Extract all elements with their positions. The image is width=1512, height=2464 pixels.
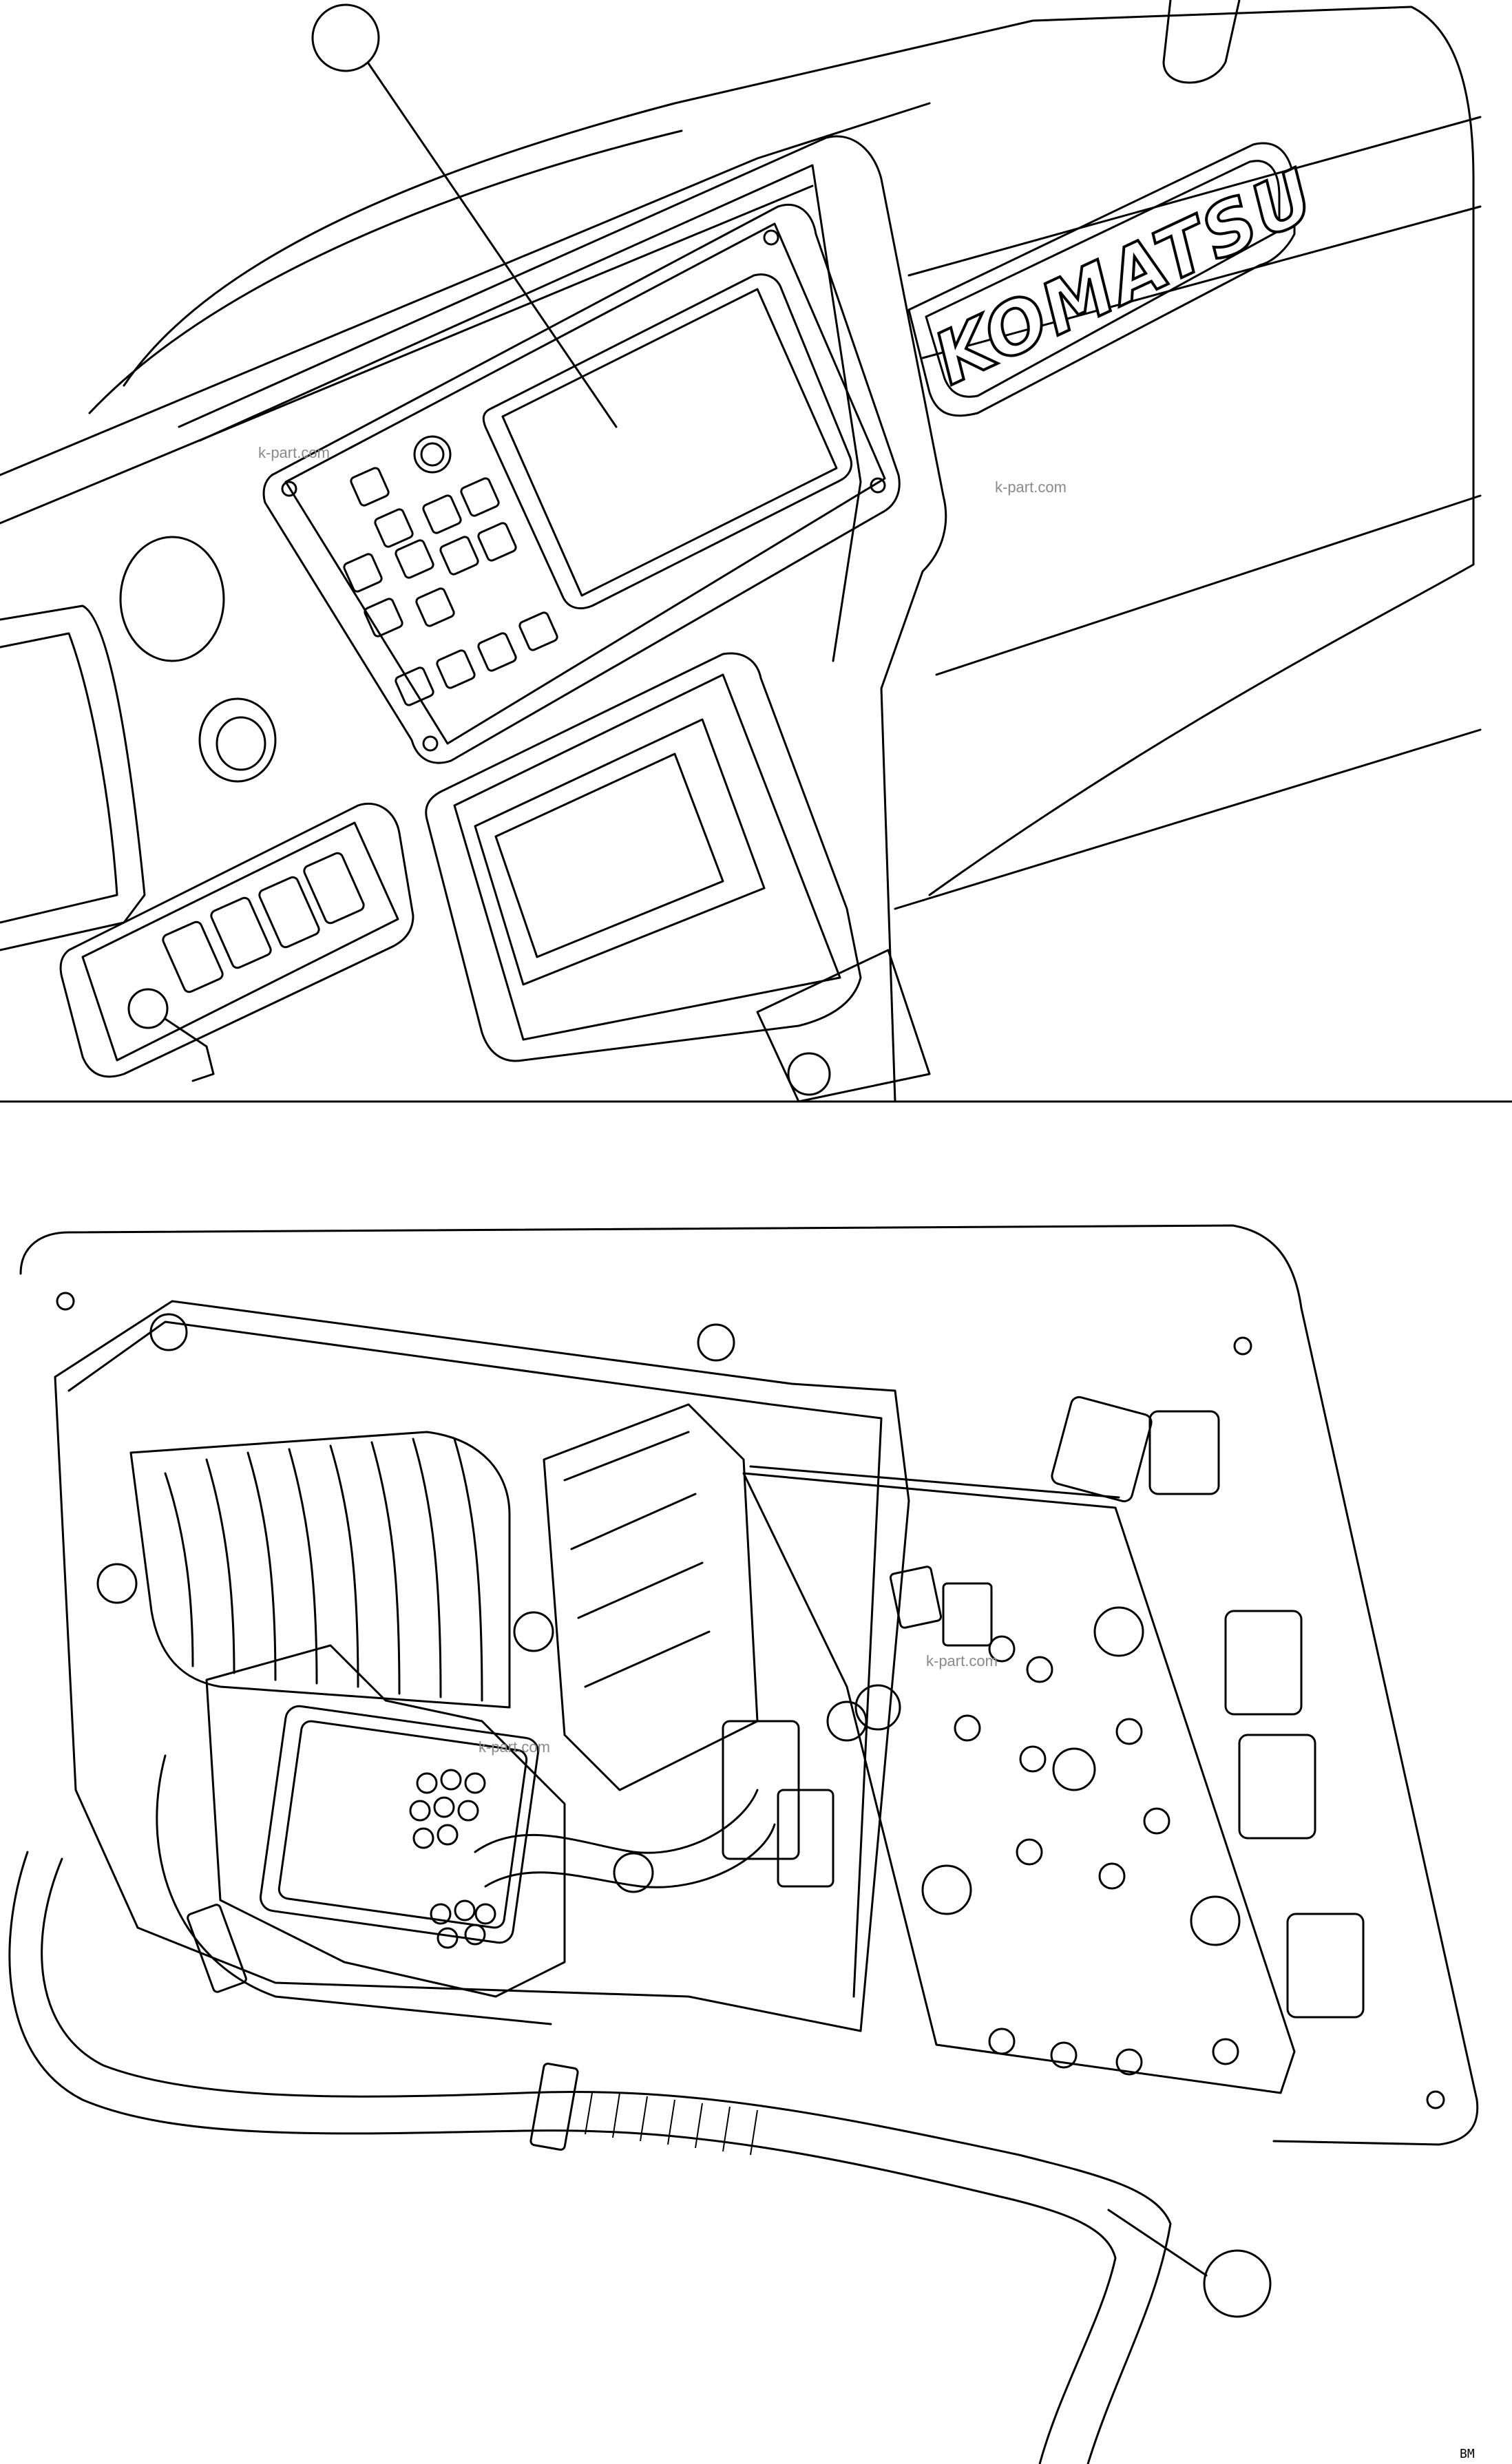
callout-circle-1 bbox=[311, 3, 380, 72]
controller-housing bbox=[54, 1300, 910, 2032]
watermark-4: k-part.com bbox=[479, 1738, 550, 1756]
circuit-board bbox=[722, 1396, 1365, 2094]
controller-view: k-part.com k-part.com bbox=[8, 1224, 1479, 2464]
watermark-2: k-part.com bbox=[995, 478, 1067, 496]
harness-connector bbox=[205, 1644, 566, 1998]
dashboard-view: KOMATSU bbox=[0, 0, 1512, 1103]
display-screen bbox=[482, 273, 852, 609]
leader-line-1 bbox=[367, 62, 618, 428]
power-button bbox=[413, 435, 452, 474]
komatsu-logo-plate: KOMATSU bbox=[907, 142, 1330, 417]
callout-2 bbox=[1107, 2209, 1272, 2318]
callout-1 bbox=[311, 3, 618, 428]
watermark-3: k-part.com bbox=[926, 1652, 998, 1670]
leader-line-2 bbox=[1107, 2209, 1208, 2277]
mounting-plate bbox=[19, 1224, 1479, 2146]
rotary-knob bbox=[198, 697, 277, 783]
figure-code: BM bbox=[1460, 2447, 1475, 2461]
komatsu-logo: KOMATSU bbox=[922, 152, 1329, 401]
callout-circle-2 bbox=[1203, 2249, 1272, 2318]
selector-knob bbox=[787, 1052, 831, 1096]
watermark-1: k-part.com bbox=[258, 444, 330, 461]
switch-panel bbox=[59, 802, 414, 1082]
corrugated-sleeve bbox=[585, 2092, 758, 2156]
display-unit bbox=[262, 203, 901, 764]
keypad bbox=[343, 467, 558, 706]
air-vent bbox=[119, 536, 225, 662]
ignition-key bbox=[127, 988, 169, 1029]
